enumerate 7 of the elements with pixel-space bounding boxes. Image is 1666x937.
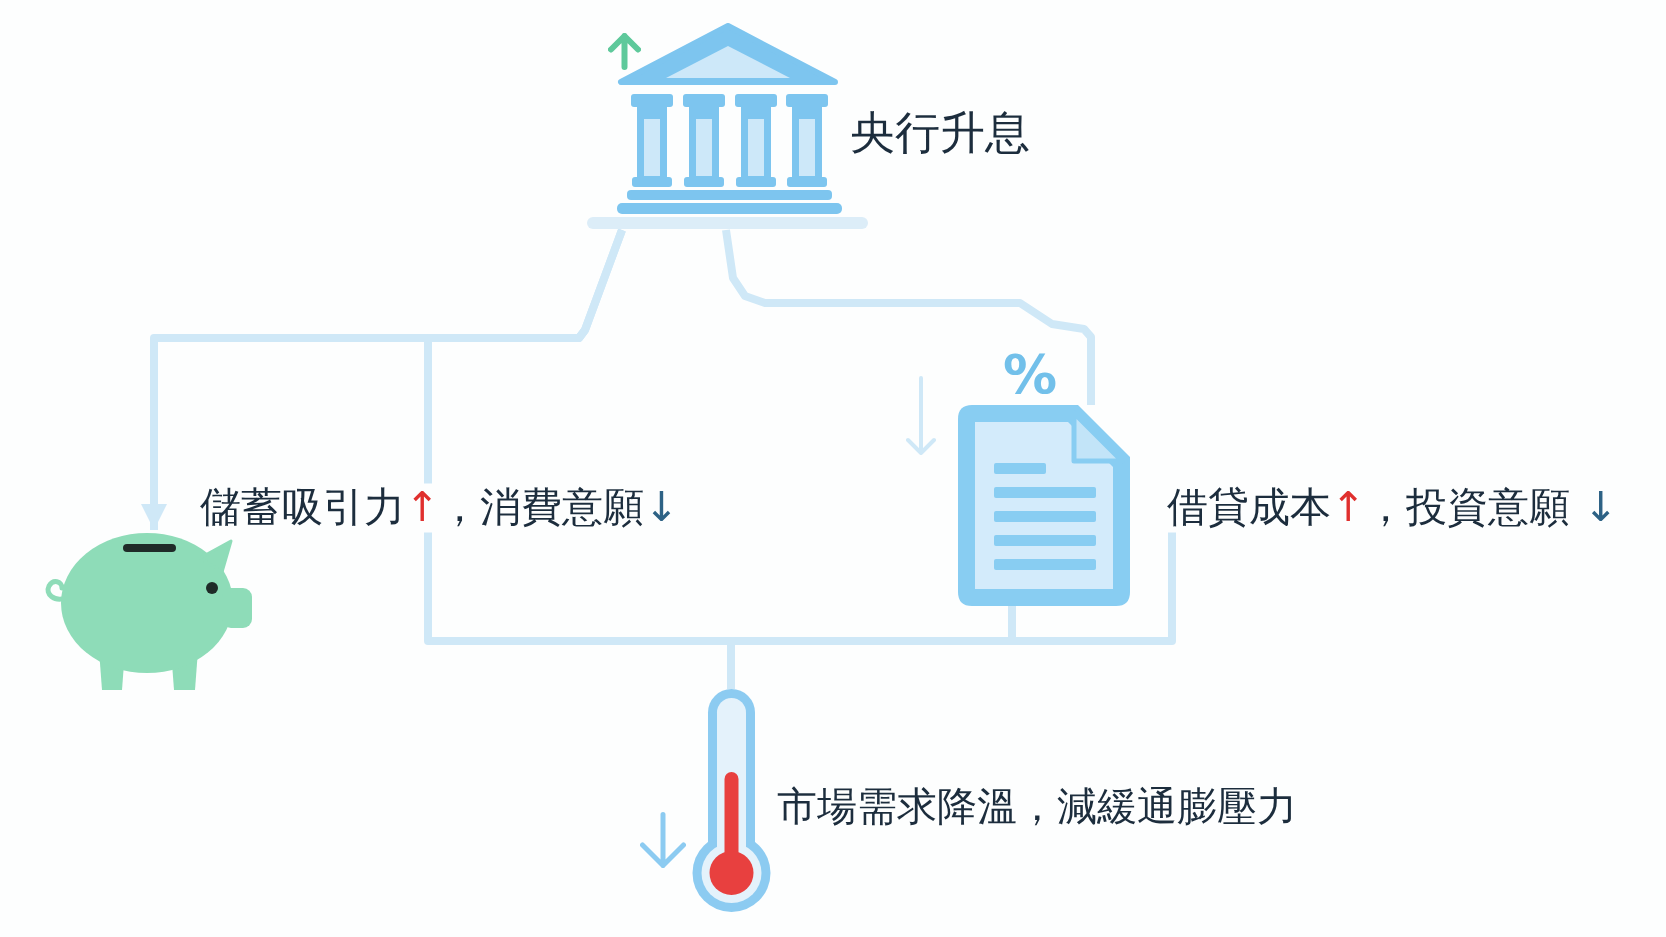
statement-text: 借貸成本↑，投資意願 ↓ [1167, 483, 1618, 533]
percent-label: % [1003, 343, 1058, 408]
caption-text: 央行升息 [850, 106, 1030, 160]
caption-text: 市場需求降溫，減緩通膨壓力 [777, 782, 1297, 830]
connector-line [722, 229, 1095, 405]
statement-text: 儲蓄吸引力↑，消費意願↓ [200, 483, 679, 533]
document-icon [958, 405, 1130, 606]
